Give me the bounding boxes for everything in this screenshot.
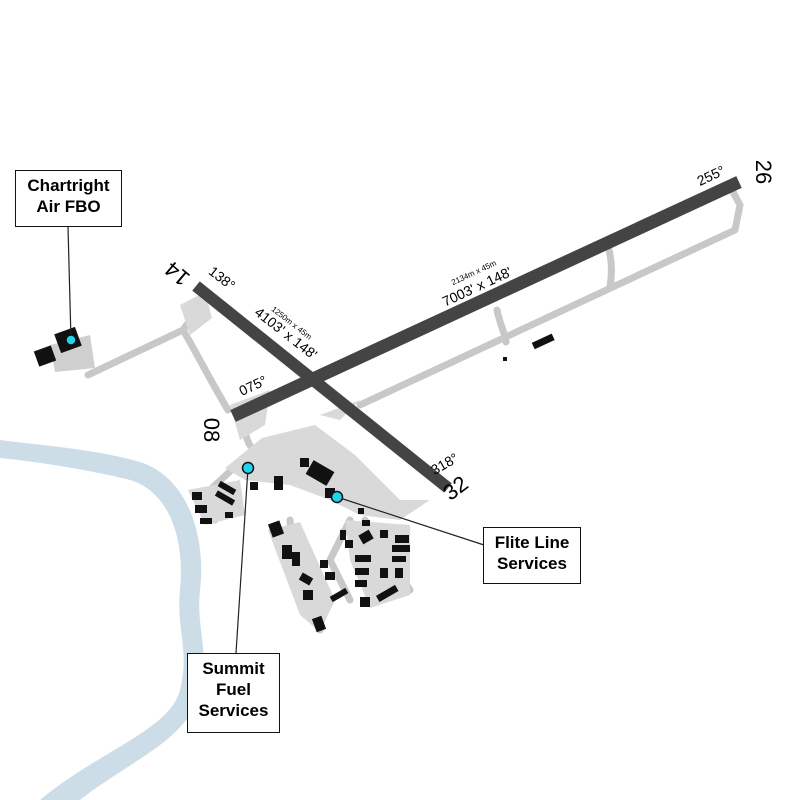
fbo-label-line: Fuel (216, 680, 251, 699)
fbo-label-line: Services (198, 701, 269, 720)
runway-end-14-label: 14 (160, 256, 195, 291)
fbo-label-line: Summit (202, 659, 265, 678)
fbo-label-line: Services (497, 554, 567, 573)
runway-08-26 (230, 176, 742, 422)
fbo-label-line: Chartright (27, 176, 110, 195)
runway-end-26-label: 26 (751, 160, 776, 184)
runway-end-08-label: 08 (199, 418, 224, 442)
fbo-label-chartright[interactable]: Chartright Air FBO (15, 170, 122, 227)
fbo-marker-icon[interactable] (241, 461, 255, 475)
runway-end-32-label: 32 (438, 471, 473, 506)
runway-14-32 (192, 281, 452, 493)
runway-heading-138: 138° (206, 263, 239, 293)
fbo-label-line: Flite Line (494, 533, 570, 552)
fbo-label-line: Air FBO (36, 197, 101, 216)
fbo-marker-icon[interactable] (330, 490, 344, 504)
fbo-label-flite-line[interactable]: Flite Line Services (483, 527, 581, 584)
fbo-label-summit[interactable]: Summit Fuel Services (187, 653, 280, 733)
leader-lines (67, 226, 485, 654)
fbo-marker-icon[interactable] (65, 334, 77, 346)
river (0, 440, 204, 800)
